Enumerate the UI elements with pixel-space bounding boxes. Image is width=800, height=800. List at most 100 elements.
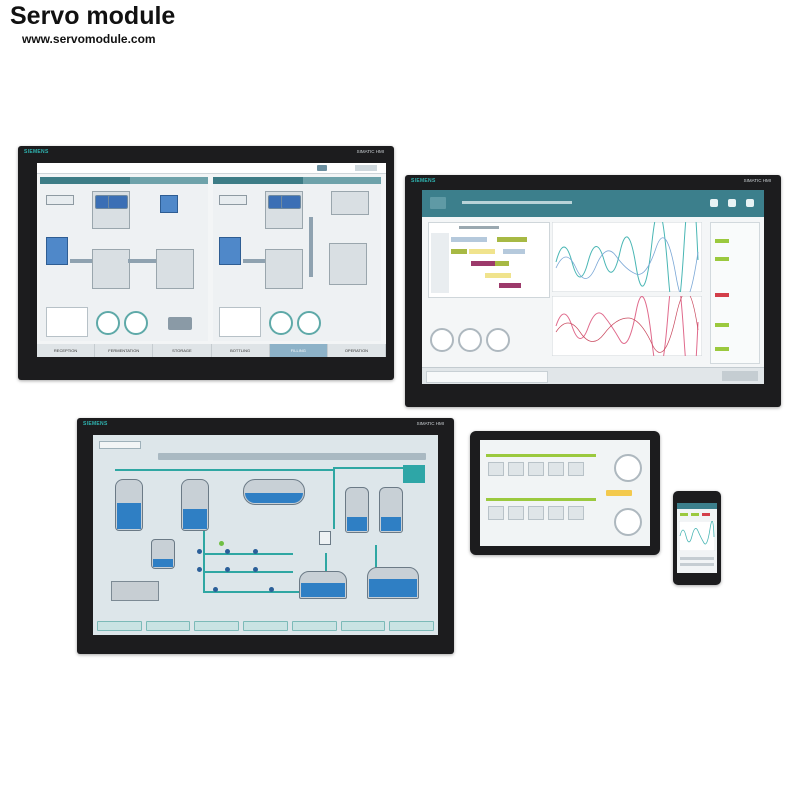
brand-badge: [606, 490, 632, 496]
machine-card[interactable]: [488, 462, 504, 476]
mixing-tank-1[interactable]: [115, 479, 143, 531]
lauter-tank: [265, 249, 303, 289]
line-panel-2: [213, 177, 381, 341]
tab-fermentation[interactable]: FERMENTATION: [95, 344, 154, 357]
active-valve[interactable]: [219, 541, 224, 546]
hmi-panel-process: SIEMENS SIMATIC HMI: [77, 418, 454, 654]
screen-title-bar: [462, 201, 572, 204]
tab-reception[interactable]: RECEPTION: [37, 344, 96, 357]
pump-station[interactable]: [111, 581, 159, 601]
receipt-button[interactable]: [46, 195, 74, 205]
temperature-gauge: [124, 311, 148, 335]
storage-vessel-2[interactable]: [379, 487, 403, 533]
nav-button-5[interactable]: [291, 621, 337, 631]
home-button[interactable]: [99, 441, 141, 449]
tab-operation[interactable]: OPERATION: [328, 344, 386, 357]
alarm-indicator[interactable]: [722, 371, 758, 381]
machine-card[interactable]: [548, 462, 564, 476]
machine-card[interactable]: [568, 506, 584, 520]
tab-storage[interactable]: STORAGE: [153, 344, 212, 357]
phone-trend-line: [679, 521, 715, 545]
status-strip: [486, 454, 596, 457]
nav-button-2[interactable]: [145, 621, 191, 631]
screen-header: [422, 190, 764, 217]
tablet-device: [470, 431, 660, 555]
receipt-button[interactable]: [219, 195, 247, 205]
buffer-tank-1[interactable]: [299, 571, 347, 599]
status-column: [710, 222, 760, 364]
status-field: [355, 165, 377, 171]
temperature-gauge: [297, 311, 321, 335]
dosing-tank[interactable]: [151, 539, 175, 569]
panel-header: [40, 177, 208, 184]
flow-gauge: [269, 311, 293, 335]
nav-button-3[interactable]: [194, 621, 240, 631]
machine-card[interactable]: [528, 462, 544, 476]
machine-card[interactable]: [508, 506, 524, 520]
pressure-dial: [430, 328, 454, 352]
tab-filling[interactable]: FILLING: [269, 344, 328, 357]
speed-dial: [614, 454, 642, 482]
flow-gauge: [96, 311, 120, 335]
nav-button-4[interactable]: [243, 621, 288, 631]
trend-line-teal: [555, 222, 699, 292]
home-icon[interactable]: [430, 197, 446, 209]
top-status-bar: [37, 163, 386, 174]
nav-button-1[interactable]: [97, 621, 142, 631]
hmi-screen-brewery: RECEPTION FERMENTATION STORAGE BOTTLING …: [37, 163, 386, 357]
fermenter-group: [92, 191, 130, 229]
user-icon[interactable]: [710, 199, 718, 207]
hopper-unit[interactable]: [160, 195, 178, 213]
values-table: [46, 307, 88, 337]
phone-trend-chart: [679, 521, 715, 551]
trend-line-red: [555, 296, 699, 353]
info-box: [403, 465, 425, 483]
speed-dial: [458, 328, 482, 352]
device-model-label: SIMATIC HMI: [743, 178, 771, 183]
hmi-screen-trends: [422, 190, 764, 384]
filter-unit[interactable]: [319, 531, 331, 545]
truck-icon: [168, 317, 192, 330]
output-dial: [614, 508, 642, 536]
panel-header: [213, 177, 381, 184]
fermenter-group: [265, 191, 303, 229]
brand-title: Servo module: [10, 2, 176, 30]
bottom-nav-tabs: [93, 621, 438, 631]
line-panel-1: [40, 177, 208, 341]
storage-vessel-1[interactable]: [345, 487, 369, 533]
tab-bottling[interactable]: BOTTLING: [212, 344, 270, 357]
bottle-storage: [331, 191, 369, 215]
level-dial: [486, 328, 510, 352]
machine-card[interactable]: [568, 462, 584, 476]
process-title-bar: [158, 453, 426, 460]
malt-silo[interactable]: [219, 237, 241, 265]
nav-button-7[interactable]: [389, 621, 435, 631]
malt-silo[interactable]: [46, 237, 68, 265]
trend-chart-teal: [552, 222, 702, 292]
phone-device: [673, 491, 721, 585]
tools-icon[interactable]: [728, 199, 736, 207]
heat-exchanger[interactable]: [243, 479, 305, 505]
alarm-bar: [422, 367, 764, 384]
lauter-tank: [92, 249, 130, 289]
siemens-logo: SIEMENS: [411, 178, 436, 184]
hmi-panel-trends: SIEMENS SIMATIC HMI: [405, 175, 781, 407]
machine-card[interactable]: [488, 506, 504, 520]
mixing-tank-2[interactable]: [181, 479, 209, 531]
device-model-label: SIMATIC HMI: [356, 149, 384, 154]
phone-header: [677, 503, 717, 509]
buffer-tank-2[interactable]: [367, 567, 419, 599]
phone-screen: [677, 503, 717, 573]
machine-card[interactable]: [548, 506, 564, 520]
settings-icon[interactable]: [746, 199, 754, 207]
schedule-grid: [428, 222, 550, 298]
alarm-list: [426, 371, 548, 383]
nav-button-6[interactable]: [340, 621, 386, 631]
device-model-label: SIMATIC HMI: [416, 421, 444, 426]
values-table: [219, 307, 261, 337]
machine-card[interactable]: [508, 462, 524, 476]
machine-card[interactable]: [528, 506, 544, 520]
hmi-screen-process: [93, 435, 438, 635]
user-icon[interactable]: [317, 165, 327, 171]
bottom-nav-tabs: RECEPTION FERMENTATION STORAGE BOTTLING …: [37, 344, 386, 357]
